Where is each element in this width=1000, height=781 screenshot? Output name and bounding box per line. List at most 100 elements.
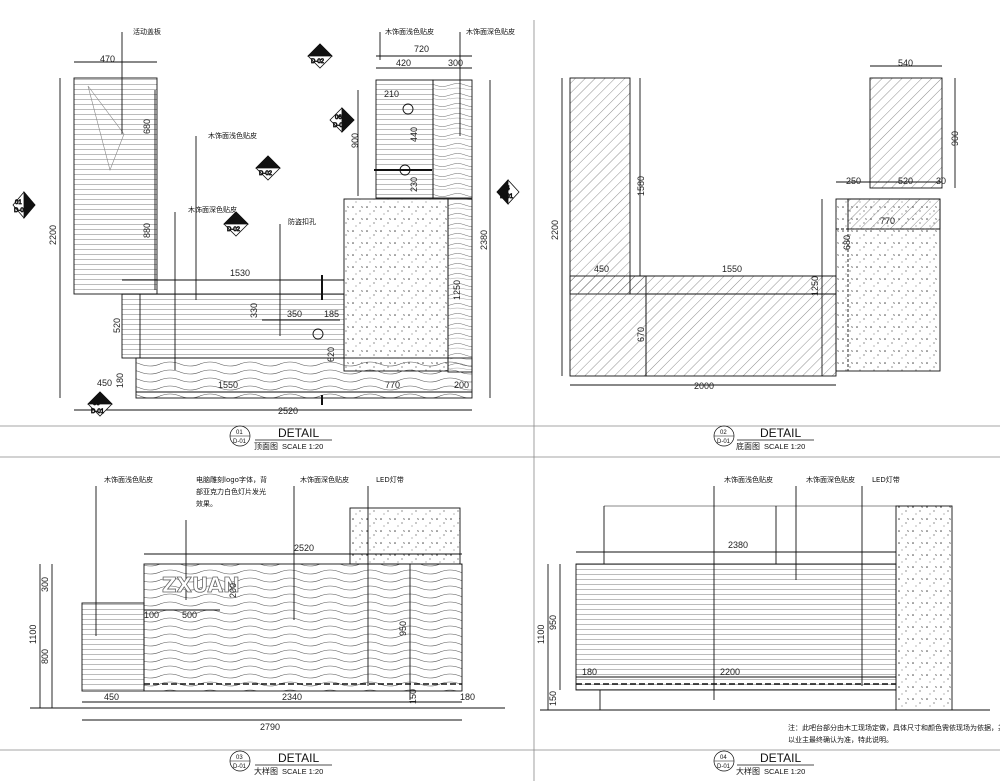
panel-subtitle: 底面图: [736, 441, 760, 451]
dim-2380: 2380: [728, 540, 748, 550]
section-marker-03: 03 D-01: [87, 391, 113, 417]
label-light-veneer: 木饰面浅色贴皮: [724, 475, 773, 484]
dim-450: 450: [594, 264, 609, 274]
dim-230: 230: [409, 177, 419, 192]
section-marker-04: 04 D-01: [496, 178, 520, 206]
dim-950: 950: [548, 615, 558, 630]
dim-330: 330: [249, 303, 259, 318]
dim-1530: 1530: [230, 268, 250, 278]
dim-1580: 1580: [636, 176, 646, 196]
dim-2790: 2790: [260, 722, 280, 732]
panel-03-elevation: [30, 486, 505, 721]
label-dark-veneer: 木饰面深色贴皮: [806, 475, 855, 484]
panel-02-bottom-view: [561, 65, 956, 386]
panel-04-elevation: [540, 486, 990, 711]
dim-1250: 1250: [810, 276, 820, 296]
dim-2200: 2200: [48, 225, 58, 245]
panel-ref: D-01: [717, 764, 731, 770]
section-marker-ref: D-02: [333, 123, 347, 129]
dim-250: 250: [846, 176, 861, 186]
label-movable-cover: 活动盖板: [133, 27, 161, 36]
dim-800: 800: [40, 649, 50, 664]
label-logo-note-3: 效果。: [196, 499, 217, 508]
dim-180: 180: [115, 373, 125, 388]
dim-680: 680: [142, 119, 152, 134]
dim-450: 450: [97, 378, 112, 388]
dim-1100: 1100: [28, 625, 38, 644]
dim-180: 180: [460, 692, 475, 702]
dim-300: 300: [40, 577, 50, 592]
section-marker-ref: D-02: [227, 227, 241, 233]
dim-2520: 2520: [294, 543, 314, 553]
dim-470: 470: [100, 54, 115, 64]
panel-04-labels: 木饰面浅色贴皮 木饰面深色贴皮 LED灯带 2380 1100 950 180 …: [536, 475, 1000, 744]
dim-1550: 1550: [722, 264, 742, 274]
dim-2000: 2000: [694, 381, 714, 391]
section-marker-ref: D-01: [14, 208, 28, 214]
note-line-1: 注：此吧台部分由木工现场定做，具体尺寸和颜色需依现场为依据，并: [788, 723, 1000, 732]
panel-ref: D-01: [233, 439, 247, 445]
section-marker-num: 07: [229, 219, 236, 225]
panel-01-labels: 活动盖板 木饰面浅色贴皮 木饰面深色贴皮 木饰面浅色贴皮 木饰面深色贴皮 防盗扣…: [48, 27, 515, 416]
dim-680: 680: [842, 235, 852, 250]
panel-scale: SCALE 1:20: [282, 767, 323, 776]
dim-350: 350: [287, 309, 302, 319]
panel-scale: SCALE 1:20: [764, 442, 805, 451]
dim-900: 900: [950, 131, 960, 146]
dim-500: 500: [182, 610, 197, 620]
section-marker-ref: D-01: [500, 194, 514, 200]
dim-180: 180: [582, 667, 597, 677]
section-marker-num: 03: [93, 401, 100, 407]
dim-720: 720: [414, 44, 429, 54]
dim-770: 770: [880, 216, 895, 226]
panel-title: DETAIL: [760, 751, 801, 765]
section-marker-05: 05 D-02: [255, 155, 281, 181]
dim-2380: 2380: [479, 230, 489, 250]
dim-1100: 1100: [536, 625, 546, 644]
panel-03-logo: ZXUAN: [162, 573, 241, 598]
panel-02-title-block: 02 D-01 DETAIL 底面图 SCALE 1:20: [713, 425, 814, 451]
dim-520: 520: [112, 318, 122, 333]
section-marker-num: 06: [335, 115, 342, 121]
panel-scale: SCALE 1:20: [764, 767, 805, 776]
label-logo-note-1: 电脑雕刻logo字体，背: [196, 475, 267, 484]
panel-title: DETAIL: [278, 426, 319, 440]
label-light-veneer: 木饰面浅色贴皮: [104, 475, 153, 484]
panel-subtitle: 顶面图: [254, 442, 278, 451]
dim-420: 420: [396, 58, 411, 68]
dim-540: 540: [898, 58, 913, 68]
dim-620: 620: [326, 347, 336, 362]
dim-200: 200: [454, 380, 469, 390]
dim-2520: 2520: [278, 406, 298, 416]
dim-150: 150: [408, 689, 418, 704]
section-marker-num: 05: [261, 163, 268, 169]
section-marker-01: 01 D-01: [12, 190, 36, 220]
section-marker-ref: D-02: [311, 59, 325, 65]
dim-200: 200: [228, 583, 238, 598]
dim-185: 185: [324, 309, 339, 319]
panel-03-labels: 木饰面浅色贴皮 电脑雕刻logo字体，背 部亚克力白色灯片发光 效果。 木饰面深…: [28, 475, 475, 732]
dim-520: 520: [898, 176, 913, 186]
panel-subtitle: 大样图: [736, 766, 760, 776]
panel-scale: SCALE 1:20: [282, 442, 323, 451]
dim-2200: 2200: [550, 220, 560, 240]
section-marker-ref: D-01: [91, 409, 105, 415]
label-light-veneer-1: 木饰面浅色贴皮: [385, 27, 434, 36]
dim-950: 950: [398, 621, 408, 636]
panel-number: 03: [236, 755, 243, 761]
dim-770: 770: [385, 380, 400, 390]
panel-01-title-block: 01 D-01 DETAIL 顶面图 SCALE 1:20: [229, 425, 332, 451]
dim-30: 30: [936, 176, 946, 186]
section-marker-06: 06 D-02: [329, 107, 355, 133]
dim-670: 670: [636, 327, 646, 342]
dim-900: 900: [350, 133, 360, 148]
panel-ref: D-01: [233, 764, 247, 770]
panel-number: 01: [236, 430, 243, 436]
panel-04-title-block: 04 D-01 DETAIL 大样图 SCALE 1:20: [713, 750, 814, 776]
section-marker-num: 04: [503, 186, 510, 192]
dim-880: 880: [142, 223, 152, 238]
panel-01-top-view: [59, 32, 491, 411]
dim-2340: 2340: [282, 692, 302, 702]
panel-subtitle: 大样图: [254, 766, 278, 776]
label-anti-theft-hole: 防盗扣孔: [288, 217, 316, 226]
